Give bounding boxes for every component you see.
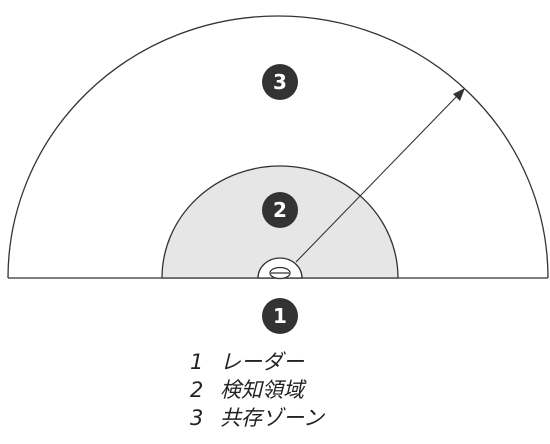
- marker-radar: 1: [262, 298, 298, 334]
- range-arrow-icon: [295, 88, 465, 263]
- marker-detection-area: 2: [262, 192, 298, 228]
- legend: 1 レーダー 2 検知領域 3 共存ゾーン: [0, 346, 550, 430]
- legend-item-coexistence-zone: 3 共存ゾーン: [0, 402, 550, 430]
- legend-item-detection-area: 2 検知領域: [0, 374, 550, 402]
- legend-number: 2: [190, 378, 204, 402]
- legend-number: 1: [190, 350, 204, 374]
- legend-label: レーダー: [220, 350, 304, 374]
- radar-device-icon: [257, 257, 303, 280]
- legend-label: 検知領域: [220, 378, 304, 402]
- legend-label: 共存ゾーン: [220, 406, 324, 430]
- coexistence-zone-arc: [7, 15, 549, 279]
- marker-coexistence-zone-number: 3: [273, 70, 287, 94]
- marker-coexistence-zone: 3: [262, 64, 298, 100]
- legend-number: 3: [190, 406, 204, 430]
- marker-detection-area-number: 2: [273, 198, 287, 222]
- marker-radar-number: 1: [273, 304, 287, 328]
- legend-item-radar: 1 レーダー: [0, 346, 550, 374]
